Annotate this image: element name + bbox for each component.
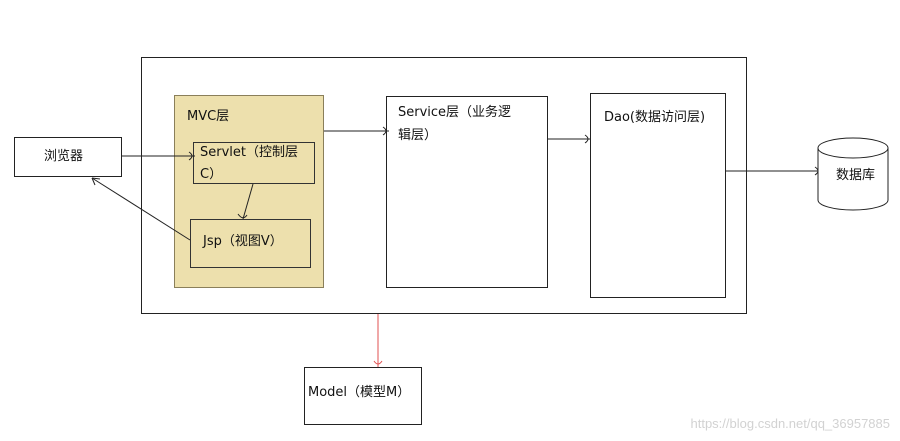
- service-label-line1: Service层（业务逻: [398, 105, 512, 120]
- arrowhead-jsp-to-browser: [91, 177, 101, 186]
- browser-label: 浏览器: [44, 149, 84, 164]
- model-label: Model（模型M）: [308, 385, 411, 400]
- servlet-node: [193, 142, 315, 184]
- service-label-line2: 辑层）: [398, 128, 438, 143]
- service-layer-node: [386, 96, 548, 288]
- servlet-label-line2: C）: [200, 167, 223, 182]
- dao-layer-node: [590, 93, 726, 298]
- watermark-text: https://blog.csdn.net/qq_36957885: [690, 416, 891, 431]
- arrowhead-dao-to-database: [814, 166, 819, 176]
- servlet-label-line1: Servlet（控制层: [200, 145, 298, 160]
- dao-label: Dao(数据访问层): [604, 110, 706, 125]
- mvc-layer-label: MVC层: [187, 109, 230, 124]
- database-label: 数据库: [836, 168, 876, 183]
- arrowhead-system-to-model: [373, 360, 383, 365]
- browser-node: [14, 137, 122, 177]
- model-node: [304, 367, 422, 425]
- jsp-label: Jsp（视图V）: [203, 234, 283, 249]
- jsp-node: [190, 219, 311, 268]
